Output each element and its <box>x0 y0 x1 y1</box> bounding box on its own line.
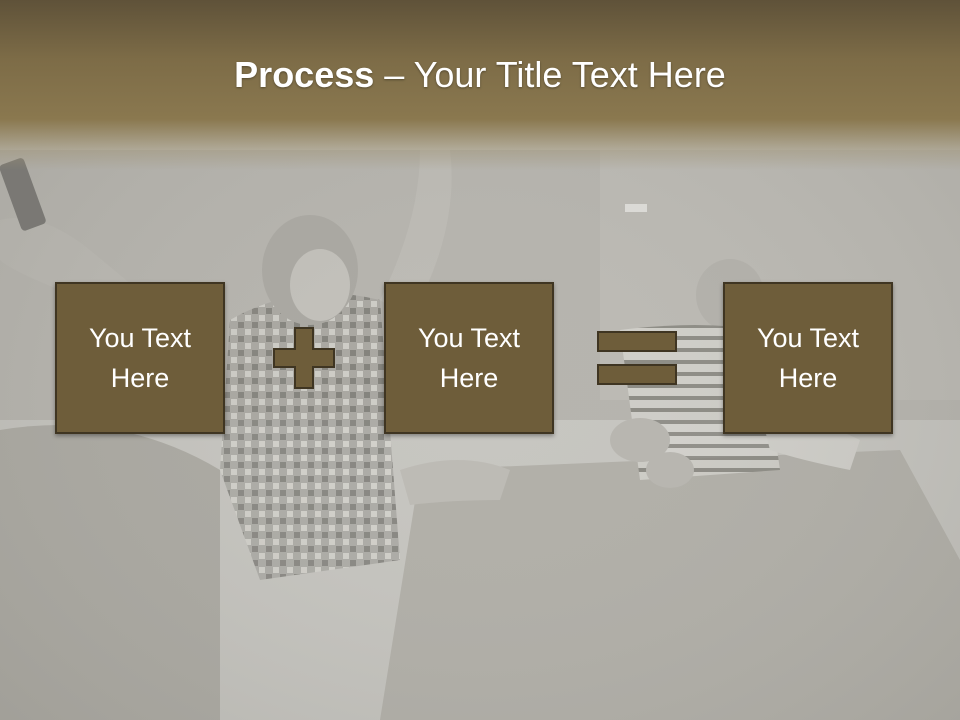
slide-title-bold: Process <box>234 54 375 95</box>
process-box-1-label: You Text Here <box>88 323 192 393</box>
slide-title-rest: – Your Title Text Here <box>374 54 726 95</box>
process-box-result-label: You Text Here <box>756 323 860 393</box>
title-band <box>0 0 960 170</box>
process-box-result[interactable]: You Text Here <box>723 282 893 434</box>
equals-icon <box>597 331 677 385</box>
plus-icon <box>273 327 335 389</box>
slide-title: Process – Your Title Text Here <box>0 52 960 98</box>
process-box-1[interactable]: You Text Here <box>55 282 225 434</box>
process-box-2[interactable]: You Text Here <box>384 282 554 434</box>
process-box-2-label: You Text Here <box>417 323 521 393</box>
